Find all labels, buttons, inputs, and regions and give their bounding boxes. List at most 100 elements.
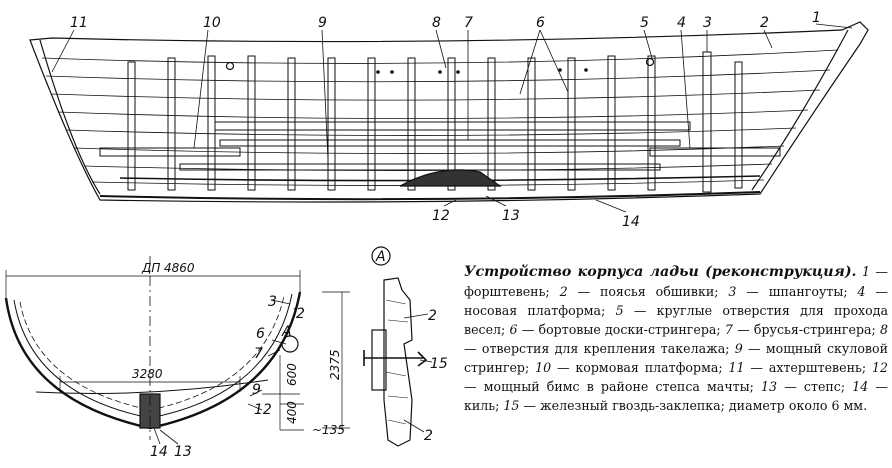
caption-item: 5 — круглые отверстия для прохода весел; (464, 303, 888, 337)
sec-callout-12: 12 (254, 402, 272, 418)
callout-12: 12 (432, 208, 450, 224)
caption-item-number: 7 (724, 322, 733, 337)
side-labels: 11 10 9 8 7 6 5 4 3 2 1 12 13 14 (70, 10, 821, 230)
caption-item-text: поясья обшивки; (599, 284, 719, 299)
caption-item-number: 10 (535, 360, 552, 375)
sec-callout-7: 7 (254, 346, 263, 362)
caption-item: 11 — ахтерштевень; (728, 360, 867, 375)
caption-items: 1 — форштевень; 2 — поясья обшивки; 3 — … (464, 264, 888, 413)
det-callout-15: 15 (430, 356, 448, 372)
sec-callout-9: 9 (252, 382, 261, 398)
caption-item: 4 — носовая платформа; (464, 284, 888, 318)
callout-2: 2 (760, 15, 769, 31)
caption-item-text: отверстия для крепления такелажа; (481, 341, 730, 356)
caption-item-text: носовая платформа; (464, 303, 606, 318)
callout-3: 3 (703, 15, 712, 31)
side-view (29, 21, 869, 213)
dim-beam: 4860 (164, 261, 195, 275)
caption-item-text: шпангоуты; (768, 284, 848, 299)
caption-item: 14 — киль; (464, 379, 888, 413)
caption-item: 1 — форштевень; (464, 264, 888, 299)
callout-4: 4 (677, 15, 686, 31)
caption-item-text: степс; (803, 379, 846, 394)
caption-item-text: мощный скуловой стрингер; (464, 341, 888, 375)
callout-11: 11 (70, 15, 88, 31)
caption-item-text: кормовая платформа; (575, 360, 723, 375)
section-labels: ДП 4860 3280 2375 600 400 ~135 3 2 А 6 7… (132, 261, 345, 460)
detail-nail (363, 350, 428, 367)
detail-label: А (375, 249, 386, 265)
detail-a (363, 246, 433, 447)
caption-item: 8 — отверстия для крепления такелажа; (464, 322, 889, 356)
dim-400: 400 (285, 401, 299, 424)
detail-planks (383, 277, 413, 447)
dim-600: 600 (285, 363, 299, 386)
caption-item: 15 — железный гвоздь-заклепка; диаметр о… (503, 398, 868, 413)
callout-7: 7 (464, 15, 473, 31)
caption-item-number: 4 (857, 284, 866, 299)
sec-callout-14: 14 (150, 444, 168, 460)
caption-item: 12 — мощный бимс в районе степса мачты; (464, 360, 888, 394)
figure-caption: Устройство корпуса ладьи (реконструкция)… (464, 262, 888, 415)
sec-callout-3: 3 (268, 294, 277, 310)
caption-item: 13 — степс; (761, 379, 846, 394)
sec-callout-6: 6 (256, 326, 265, 342)
rigging-holes (376, 68, 588, 74)
callout-1: 1 (812, 10, 821, 26)
caption-item-number: 2 (559, 284, 568, 299)
caption-item-text: круглые отверстия для прохода весел; (464, 303, 888, 337)
caption-item-number: 14 (852, 379, 869, 394)
caption-item-number: 13 (761, 379, 778, 394)
caption-item-text: железный гвоздь-заклепка; диаметр около … (540, 398, 868, 413)
caption-item-number: 12 (871, 360, 888, 375)
callout-5: 5 (640, 15, 649, 31)
caption-item-number: 6 (509, 322, 518, 337)
dim-height: 2375 (328, 349, 342, 380)
caption-item-number: 1 (861, 264, 870, 279)
callout-9: 9 (318, 15, 327, 31)
caption-item-text: форштевень; (464, 284, 550, 299)
callout-6: 6 (536, 15, 545, 31)
section-leaders (153, 299, 297, 445)
mast-step (399, 169, 502, 187)
caption-item: 2 — поясья обшивки; (559, 284, 719, 299)
dim-inner: 3280 (132, 367, 163, 381)
det-callout-2b: 2 (424, 428, 433, 444)
detail-a-marker (281, 335, 299, 353)
callout-10: 10 (203, 15, 221, 31)
caption-item-text: киль; (464, 398, 500, 413)
caption-item-number: 3 (728, 284, 737, 299)
caption-item-number: 8 (880, 322, 889, 337)
caption-item-text: брусья-стрингера; (753, 322, 876, 337)
cross-section (4, 256, 350, 445)
caption-item-number: 5 (615, 303, 624, 318)
hull-outline (29, 21, 869, 203)
stringers (99, 121, 781, 171)
caption-item: 6 — бортовые доски-стрингера; (509, 322, 721, 337)
caption-item: 9 — мощный скуловой стрингер; (464, 341, 888, 375)
caption-title: Устройство корпуса ладьи (реконструкция)… (464, 264, 857, 280)
caption-item-text: ахтерштевень; (768, 360, 867, 375)
callout-8: 8 (432, 15, 441, 31)
detail-labels: А 2 15 2 (375, 249, 448, 444)
sec-callout-13: 13 (174, 444, 192, 460)
detail-a-circle (371, 246, 391, 266)
side-leaders (51, 23, 853, 213)
dim-dp: ДП (141, 261, 160, 275)
frames (127, 51, 743, 193)
caption-item-text: бортовые доски-стрингера; (538, 322, 721, 337)
oar-hole (225, 61, 235, 71)
keel (99, 191, 761, 201)
sec-callout-2: 2 (296, 306, 305, 322)
callout-14: 14 (622, 214, 640, 230)
section-dimensions (5, 270, 350, 431)
callout-13: 13 (502, 208, 520, 224)
oar-hole (645, 57, 655, 67)
dim-135: ~135 (312, 423, 345, 437)
caption-item: 3 — шпангоуты; (728, 284, 848, 299)
sec-callout-a: А (281, 324, 292, 340)
caption-item-number: 11 (728, 360, 745, 375)
det-callout-2a: 2 (428, 308, 437, 324)
